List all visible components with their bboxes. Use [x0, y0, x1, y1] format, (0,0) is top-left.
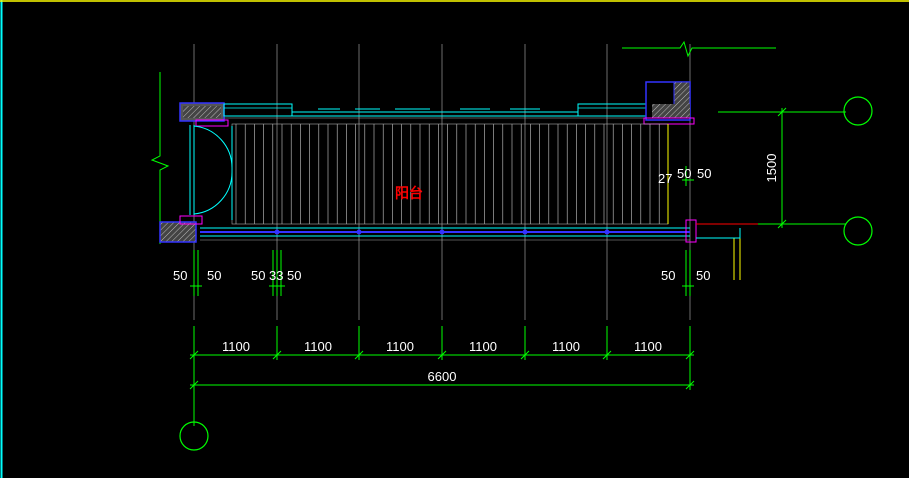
dim-wall-mid-c: 50: [287, 268, 301, 283]
left-break-line: [150, 72, 170, 244]
dim-total: 6600: [428, 369, 457, 384]
dim-bay-1: 1100: [222, 339, 250, 354]
axis-bubble-bottom-left[interactable]: [179, 421, 209, 451]
axis-bubble-top-right[interactable]: [843, 96, 873, 126]
dim-wall-mid-a: 50: [251, 268, 265, 283]
left-doors: [189, 125, 233, 220]
dim-wall-mid-b: 33: [269, 268, 283, 283]
dim-bay-5: 1100: [552, 339, 580, 354]
right-dimension: [718, 107, 846, 229]
dim-wall-left-b: 50: [207, 268, 221, 283]
dim-right-b: 50: [677, 166, 691, 181]
wall-dim-ticks: [190, 166, 694, 296]
balcony-floor-outline: [231, 123, 669, 225]
dim-bay-4: 1100: [469, 339, 497, 354]
dim-bay-6: 1100: [634, 339, 662, 354]
dim-bay-2: 1100: [304, 339, 332, 354]
dim-bay-3: 1100: [386, 339, 414, 354]
dim-right-a: 27: [658, 171, 672, 186]
dim-wall-right-a: 50: [661, 268, 675, 283]
room-label: 阳台: [395, 185, 423, 202]
axis-bubble-bottom-right[interactable]: [843, 216, 873, 246]
top-break-line: [622, 40, 776, 58]
yellow-lines: [667, 124, 741, 280]
top-wall: [179, 81, 695, 127]
bay-dimension-line: [189, 326, 695, 426]
dim-height-text: 1500: [764, 154, 779, 183]
dim-wall-left-a: 50: [173, 268, 187, 283]
floor-slats: [235, 124, 660, 224]
dim-right-c: 50: [697, 166, 711, 181]
bottom-railing: [159, 215, 760, 243]
dim-wall-right-b: 50: [696, 268, 710, 283]
